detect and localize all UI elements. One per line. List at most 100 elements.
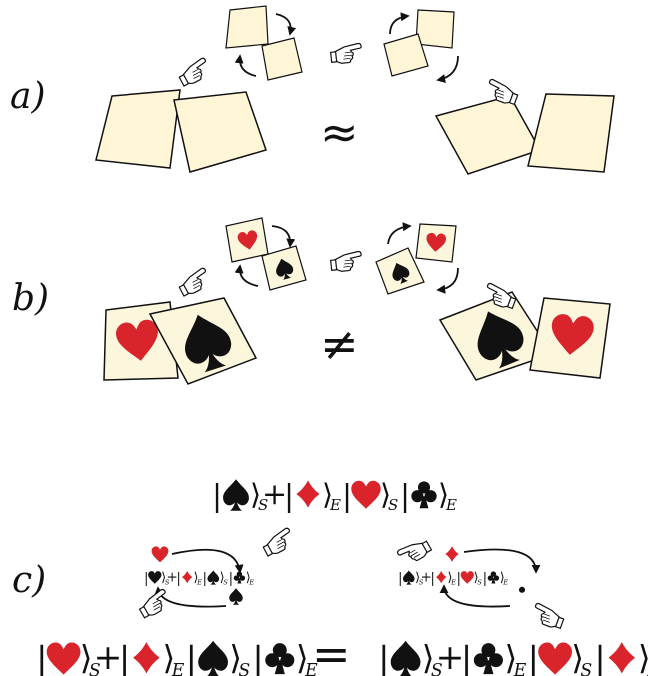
ket-subscript: E [196,578,202,586]
club-icon [519,586,526,593]
ket-subscript: E [450,578,456,586]
panel-a-card-right-back [434,95,542,175]
ket-subscript: E [445,496,457,514]
ket-angle: ⟩ [415,571,420,586]
ket-angle: ⟩ [163,639,176,676]
ket-angle: ⟩ [380,478,391,511]
ket-angle: ⟩ [505,639,518,676]
panel-a-card-right-front [527,93,615,173]
ket-subscript: S [388,496,398,514]
ket-angle: ⟩ [448,571,453,586]
pointing-hand-icon [175,56,213,89]
ket-subscript: S [223,578,228,586]
ket-bar: | [186,641,198,676]
ket-subscript: E [171,661,185,676]
pointing-hand-icon [529,602,567,631]
ket-bar: | [594,641,606,676]
ket-bar: | [457,571,462,587]
swap-arrow-icon [154,586,227,608]
ket-angle: ⟩ [246,571,251,586]
ket-expression-top: |⟩S+|⟩E|⟩S|⟩E [212,477,457,514]
panel-a-card-left-back [95,89,181,169]
ket-subscript: S [477,578,482,586]
ket-bar: | [176,571,181,587]
heart-icon [151,546,169,563]
ket-subscript: S [258,496,268,514]
ket-expression-small-left: |⟩S+|⟩E|⟩S|⟩E [144,570,254,587]
panel-b-small-card-spade [261,245,307,291]
pointing-hand-icon [259,526,297,559]
spade-icon [229,588,243,605]
ket-angle: ⟩ [194,571,199,586]
panel-a-small-card-4 [383,33,429,77]
swap-arrow-icon [387,222,412,245]
ket-angle: ⟩ [322,478,333,511]
panel-b-card-heart-right [529,297,611,379]
ket-bar: | [119,641,131,676]
ket-subscript: S [419,578,424,586]
ket-bar: | [483,571,488,587]
panel-b-small-card-heart [225,217,269,263]
ket-angle: ⟩ [161,571,166,586]
ket-angle: ⟩ [80,639,93,676]
panel-b-label: b) [12,278,49,319]
ket-expression-small-right: |⟩S+|⟩E|⟩S|⟩E [398,570,508,587]
ket-expression-bottom-right: |⟩S+|⟩E|⟩S|⟩E [378,638,648,676]
plus-sign: + [421,570,432,586]
ket-subscript: S [89,661,101,676]
ket-subscript: S [238,661,250,676]
ket-subscript: E [248,578,254,586]
ket-bar: | [430,571,435,587]
panel-a-small-card-3 [415,9,455,49]
swap-arrow-icon [389,12,410,35]
panel-a-card-left-front [173,91,267,173]
ket-subscript: E [513,661,527,676]
swap-arrow-icon [439,584,511,608]
ket-angle: ⟩ [422,639,435,676]
ket-angle: ⟩ [220,571,225,586]
ket-subscript: S [431,661,443,676]
swap-arrow-icon [234,54,257,77]
ket-angle: ⟩ [229,639,242,676]
ket-angle: ⟩ [571,639,584,676]
ket-bar: | [528,641,540,676]
panel-c-relation: = [312,627,351,676]
ket-bar: | [229,571,234,587]
ket-bar: | [342,479,352,514]
plus-sign: + [94,638,123,676]
pointing-hand-icon [135,587,173,621]
ket-bar: | [284,479,294,514]
pointing-hand-icon [329,42,364,65]
swap-arrow-icon [171,548,244,574]
ket-angle: ⟩ [500,571,505,586]
ket-bar: | [144,571,149,587]
panel-b-small-card-spade-r [375,247,425,295]
ket-angle: ⟩ [250,478,261,511]
pointing-hand-icon [329,250,364,273]
swap-arrow-icon [234,264,259,287]
ket-subscript: E [329,496,341,514]
ket-angle: ⟩ [438,478,449,511]
ket-subscript: E [304,661,318,676]
ket-bar: | [461,641,473,676]
ket-subscript: E [502,578,508,586]
pointing-hand-icon [175,266,213,299]
ket-expression-bottom-left: |⟩S+|⟩E|⟩S|⟩E [36,638,318,676]
ket-angle: ⟩ [638,639,648,676]
ket-angle: ⟩ [296,639,309,676]
ket-bar: | [36,641,48,676]
plus-sign: + [436,638,465,676]
diamond-icon [445,546,459,562]
ket-angle: ⟩ [474,571,479,586]
ket-subscript: S [580,661,592,676]
ket-bar: | [400,479,410,514]
ket-subscript: E [646,661,648,676]
ket-bar: | [252,641,264,676]
panel-a-small-card-1 [225,5,269,49]
ket-bar: | [212,479,222,514]
panel-a-relation: ≈ [320,105,359,159]
panel-c-label: c) [12,560,46,601]
swap-arrow-icon [275,13,297,36]
